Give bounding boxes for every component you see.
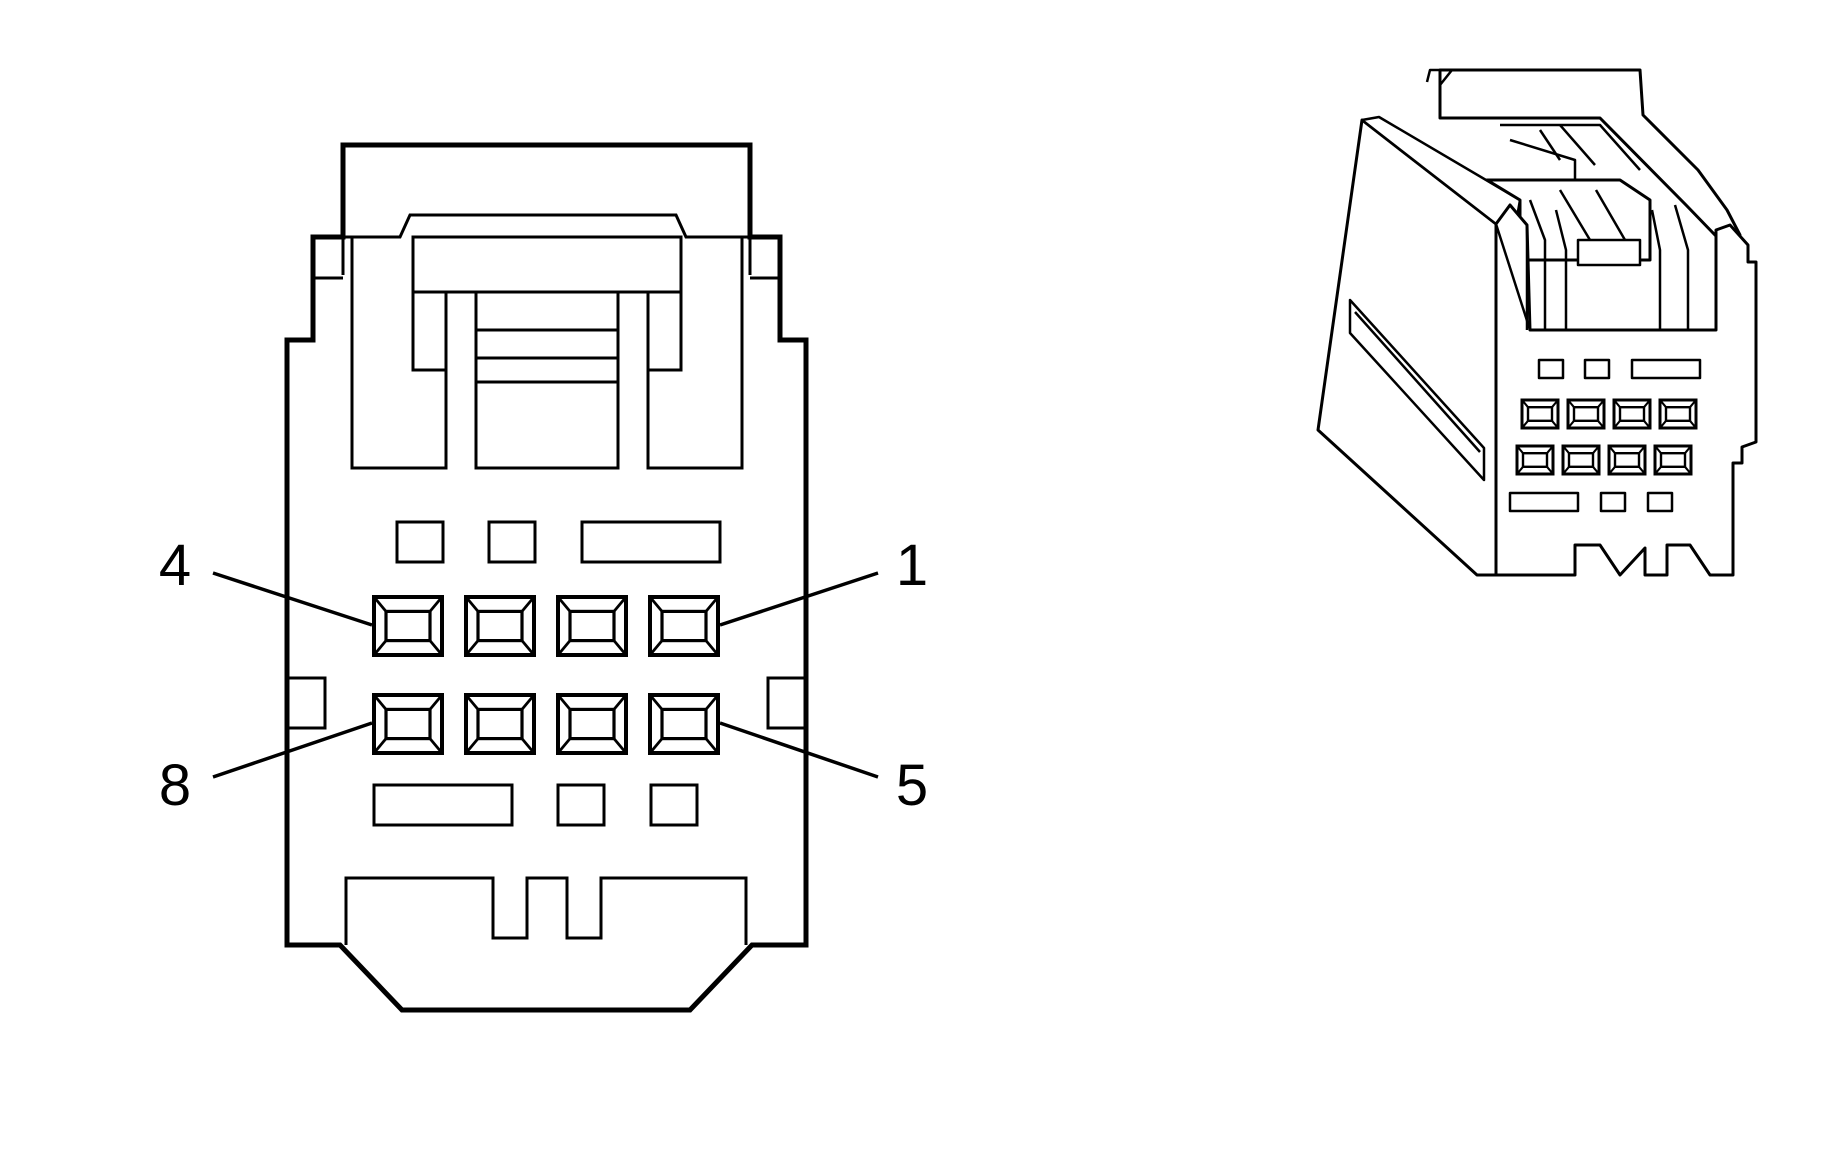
- pin-leader-lines: [212, 571, 879, 779]
- iso-pin-cavity-3: [1566, 398, 1606, 430]
- pin-label-1: 1: [896, 533, 928, 598]
- connector-isometric-view: [1316, 68, 1758, 577]
- pin-cavity-5: [648, 693, 720, 755]
- pin-label-4: 4: [159, 533, 191, 598]
- iso-pin-cavity-2: [1612, 398, 1652, 430]
- pin-cavity-2: [556, 595, 628, 657]
- bottom-skirt: [344, 876, 748, 945]
- upper-windows: [395, 520, 722, 564]
- pin-cavity-1: [648, 595, 720, 657]
- housing-outline: [284, 142, 809, 1013]
- pin-cavity-8: [372, 693, 444, 755]
- connector-front-view: 4 1 8 5: [159, 142, 928, 1013]
- iso-pin-cavity-5: [1653, 444, 1693, 476]
- pin-cavity-6: [556, 693, 628, 755]
- iso-front-face: [1494, 203, 1758, 577]
- iso-pin-cavity-7: [1561, 444, 1601, 476]
- side-tab-right: [766, 676, 808, 730]
- latch-assembly: [313, 213, 780, 470]
- lower-windows: [372, 783, 699, 827]
- pin-cavity-4: [372, 595, 444, 657]
- iso-pin-cavity-4: [1520, 398, 1560, 430]
- iso-upper-windows: [1537, 358, 1702, 380]
- iso-pin-cavity-8: [1515, 444, 1555, 476]
- iso-lower-windows: [1508, 491, 1674, 513]
- pin-cavity-7: [464, 693, 536, 755]
- side-tab-left: [285, 676, 327, 730]
- iso-pin-cavity-grid: [1515, 398, 1698, 476]
- pin-cavity-3: [464, 595, 536, 657]
- pin-label-8: 8: [159, 753, 191, 818]
- iso-pin-cavity-1: [1658, 398, 1698, 430]
- pin-label-5: 5: [896, 753, 928, 818]
- iso-pin-cavity-6: [1607, 444, 1647, 476]
- pin-cavity-grid: [372, 595, 720, 755]
